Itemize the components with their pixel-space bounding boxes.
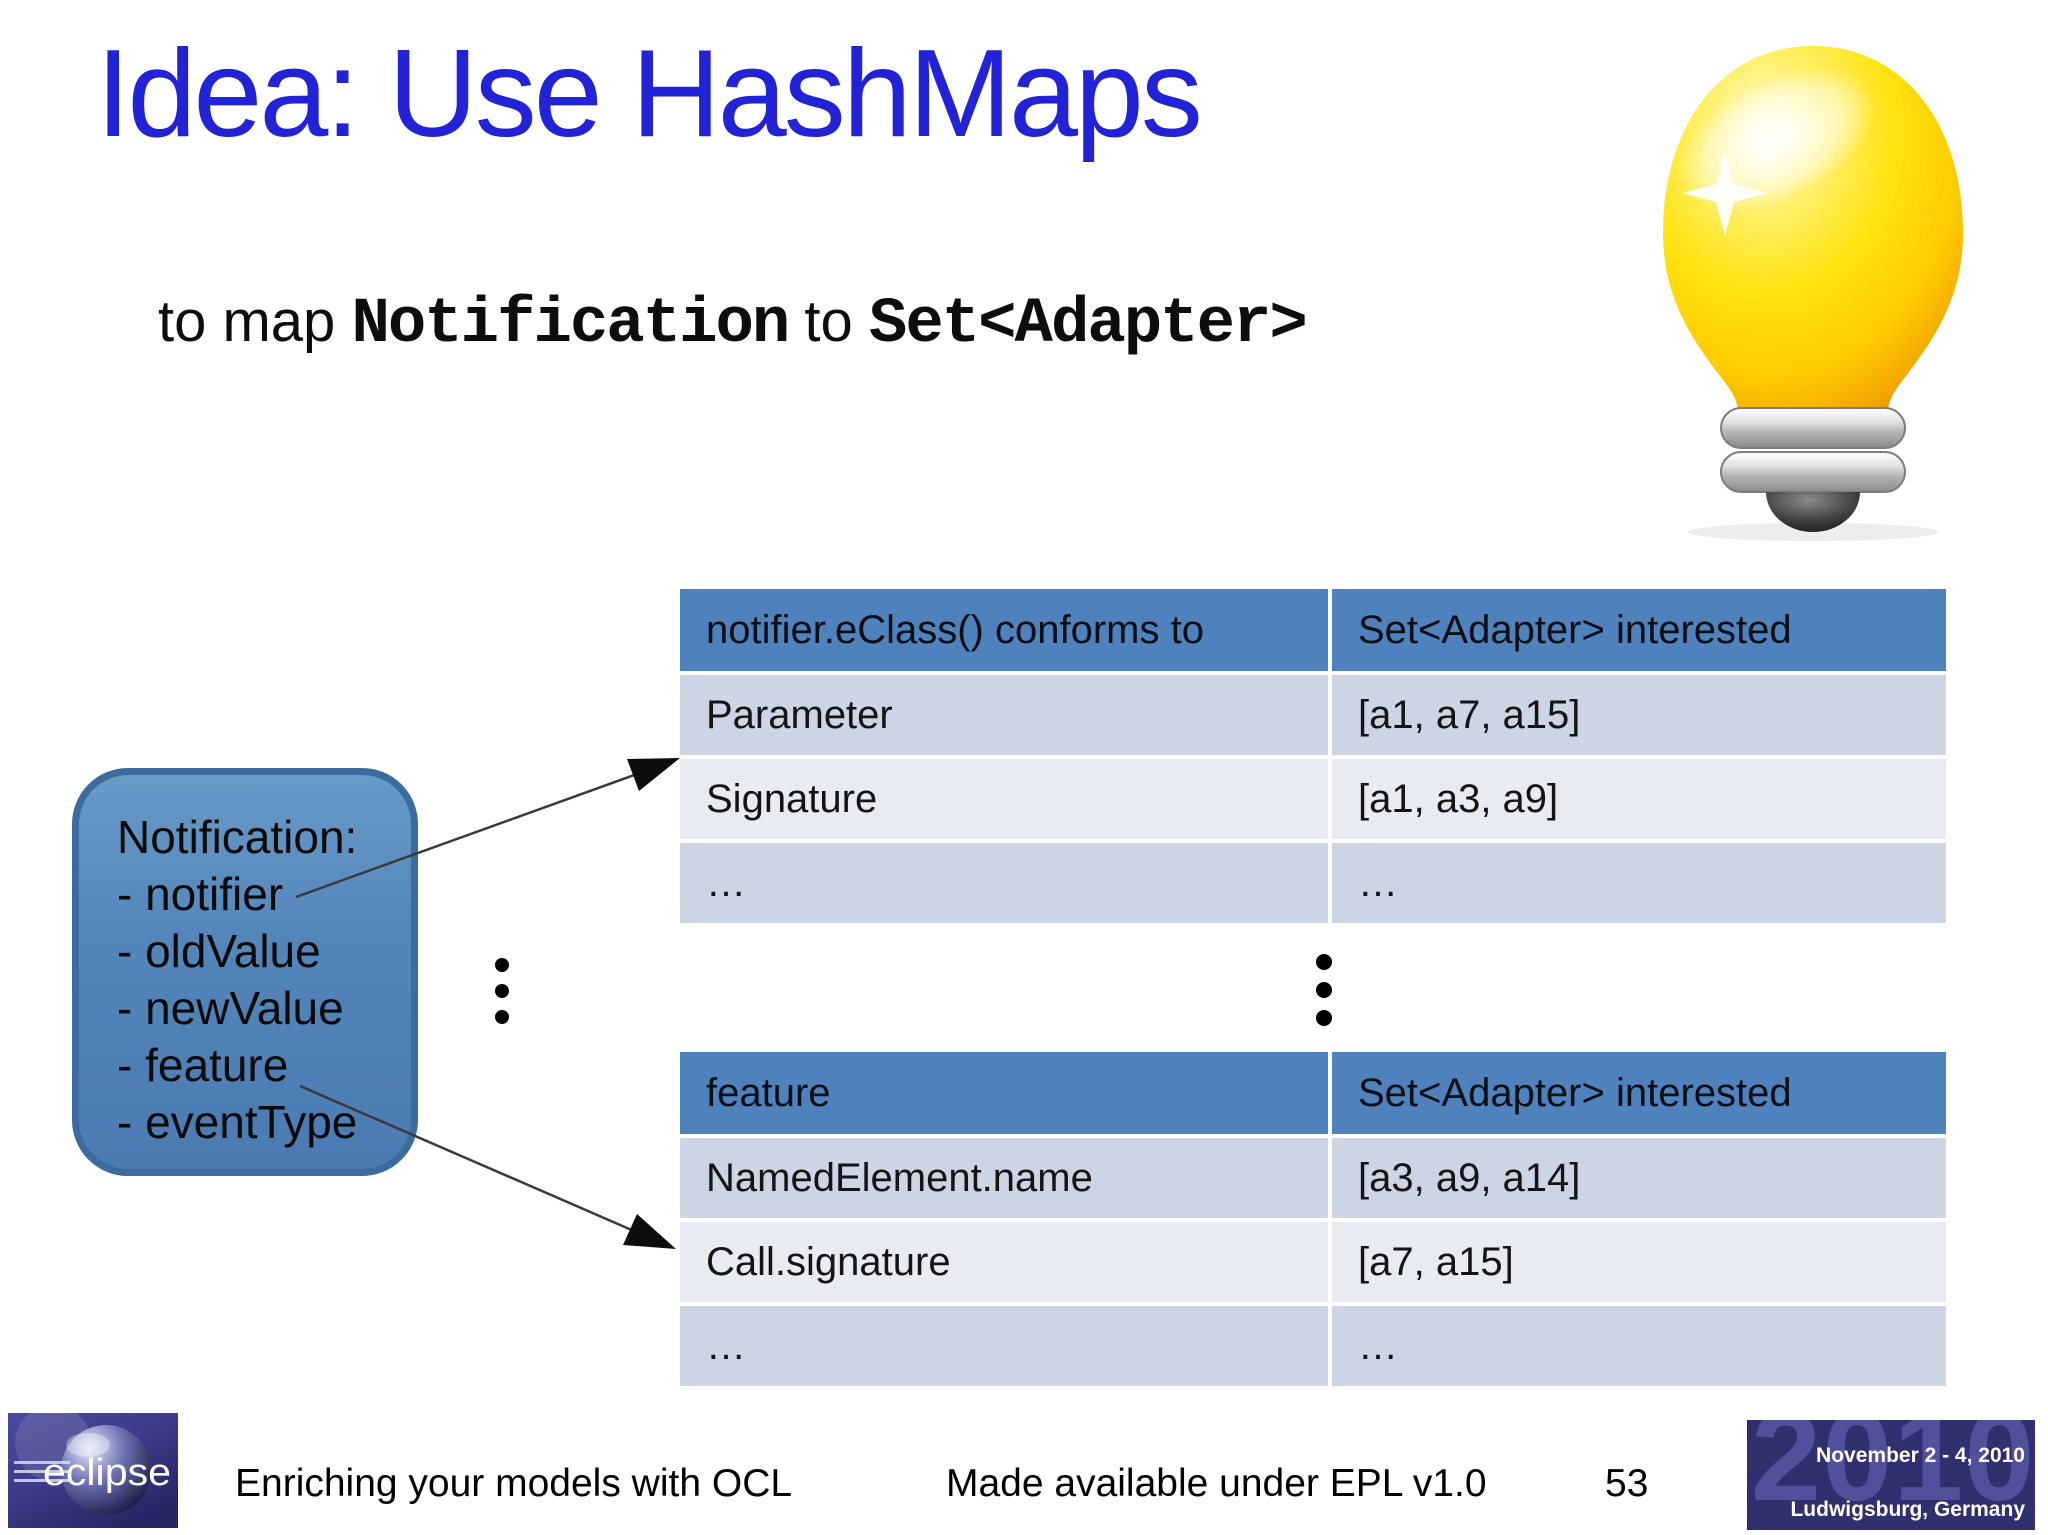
- eclipse-logo: eclipse: [8, 1405, 178, 1528]
- conference-date: November 2 - 4, 2010: [1816, 1444, 2025, 1467]
- notification-item-oldvalue: - oldValue: [117, 925, 321, 977]
- code-set-adapter: Set<Adapter>: [868, 289, 1308, 361]
- table-cell: Parameter: [680, 675, 1328, 755]
- notification-item-feature: - feature: [117, 1039, 289, 1091]
- page-number: 53: [1605, 1462, 1649, 1505]
- footer-license: Made available under EPL v1.0: [946, 1462, 1487, 1505]
- table-cell: [a1, a7, a15]: [1332, 675, 1946, 755]
- vertical-ellipsis-left: [495, 952, 509, 1030]
- subtitle-middle: to: [788, 289, 869, 354]
- table-header-cell: notifier.eClass() conforms to: [680, 589, 1328, 671]
- conference-year-watermark: 2010: [1751, 1420, 2035, 1527]
- notification-item-notifier: - notifier: [117, 868, 284, 920]
- vertical-ellipsis-middle: [1316, 948, 1332, 1032]
- conference-location: Ludwigsburg, Germany: [1790, 1498, 2025, 1521]
- conference-logo: 2010 November 2 - 4, 2010 Ludwigsburg, G…: [1747, 1420, 2035, 1530]
- notification-box: Notification: - notifier - oldValue - ne…: [72, 768, 418, 1176]
- table-cell: …: [680, 1306, 1328, 1386]
- table-header-cell: Set<Adapter> interested: [1332, 1052, 1946, 1134]
- table-cell: Signature: [680, 759, 1328, 839]
- table-cell: Call.signature: [680, 1222, 1328, 1302]
- page-title: Idea: Use HashMaps: [96, 25, 1203, 163]
- conference-date-location: November 2 - 4, 2010 Ludwigsburg, German…: [1779, 1442, 2025, 1523]
- lightbulb-icon: [1663, 46, 1963, 541]
- table-header-cell: feature: [680, 1052, 1328, 1134]
- table-header-cell: Set<Adapter> interested: [1332, 589, 1946, 671]
- notification-item-eventtype: - eventType: [117, 1096, 358, 1148]
- table-cell: [a1, a3, a9]: [1332, 759, 1946, 839]
- table-cell: [a3, a9, a14]: [1332, 1138, 1946, 1218]
- eclipse-wordmark: eclipse: [43, 1452, 171, 1494]
- hashmap-table-feature: feature Set<Adapter> interested NamedEle…: [680, 1052, 1946, 1386]
- table-cell: …: [1332, 843, 1946, 923]
- subtitle: to map Notification to Set<Adapter>: [158, 293, 1308, 358]
- hashmap-table-eclass: notifier.eClass() conforms to Set<Adapte…: [680, 589, 1946, 923]
- table-cell: NamedElement.name: [680, 1138, 1328, 1218]
- table-cell: [a7, a15]: [1332, 1222, 1946, 1302]
- code-notification: Notification: [351, 289, 790, 361]
- subtitle-prefix: to map: [158, 289, 352, 354]
- notification-box-title: Notification:: [117, 811, 358, 863]
- footer-presentation-title: Enriching your models with OCL: [235, 1462, 793, 1505]
- table-cell: …: [1332, 1306, 1946, 1386]
- table-cell: …: [680, 843, 1328, 923]
- notification-item-newvalue: - newValue: [117, 982, 344, 1034]
